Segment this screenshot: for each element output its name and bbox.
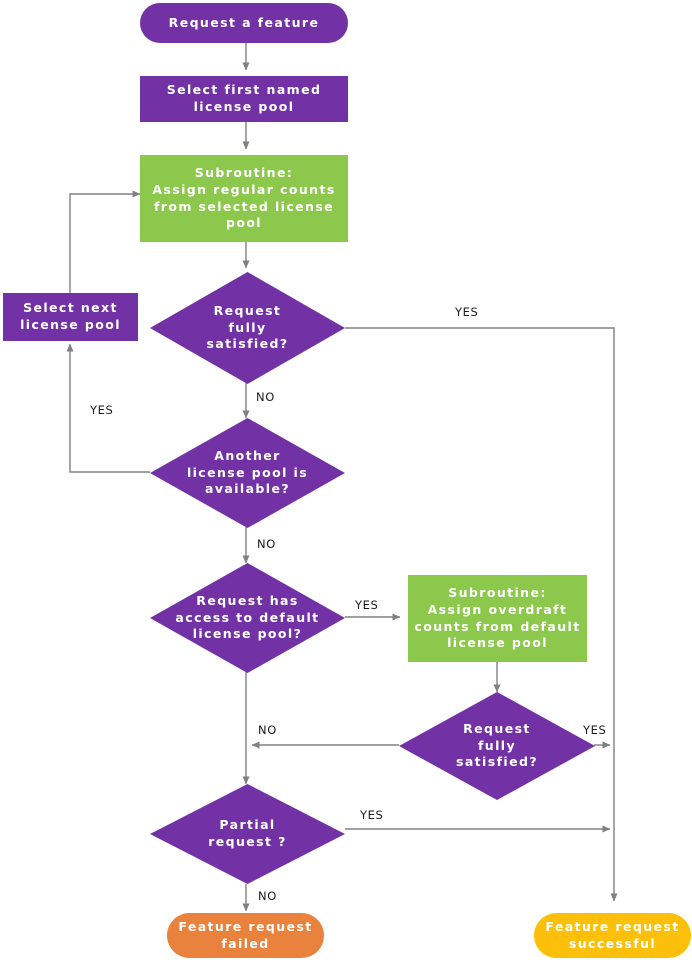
node-label: Partial request ? [208,817,287,849]
node-select-next-license-pool[interactable]: Select next license pool [3,293,138,341]
diamond-shape [150,418,345,528]
node-subroutine-assign-regular-counts[interactable]: Subroutine: Assign regular counts from s… [140,155,348,242]
node-label: Another license pool is available? [186,447,309,497]
node-label: Select next license pool [20,300,121,332]
node-subroutine-assign-overdraft-counts[interactable]: Subroutine: Assign overdraft counts from… [408,575,587,662]
node-decision-another-license-pool-available[interactable]: Another license pool is available? [150,418,345,528]
node-decision-request-fully-satisfied-2[interactable]: Request fully satisfied? [399,692,595,800]
node-feature-request-successful[interactable]: Feature request successful [534,913,691,958]
edge-label-partial-no: NO [258,889,277,903]
node-request-a-feature[interactable]: Request a feature [140,3,348,43]
node-decision-partial-request[interactable]: Partial request ? [150,784,345,884]
node-feature-request-failed[interactable]: Feature request failed [167,913,324,958]
node-label: Request fully satisfied? [206,302,289,352]
edge-label-satisfied1-no: NO [256,390,275,404]
diamond-shape [150,784,345,884]
edge-label-default-access-yes: YES [355,598,379,612]
node-decision-request-fully-satisfied-1[interactable]: Request fully satisfied? [150,272,345,384]
diamond-shape [150,272,345,384]
node-label: Request has access to default license po… [175,592,320,642]
edge-another-yes-to-select-next [66,343,150,473]
diamond-shape [150,563,345,673]
edge-label-default-access-no: NO [258,723,277,737]
node-label: Subroutine: Assign overdraft counts from… [414,584,581,651]
node-decision-request-has-access-default-pool[interactable]: Request has access to default license po… [150,563,345,673]
edge-label-satisfied1-yes: YES [455,305,479,319]
node-select-first-license-pool[interactable]: Select first named license pool [140,76,348,122]
edge-select-next-to-subroutine [69,190,141,293]
edge-satisfied1-yes-to-rail [345,327,618,902]
edge-label-another-pool-yes: YES [90,403,114,417]
node-label: Subroutine: Assign regular counts from s… [152,164,336,231]
node-label: Feature request failed [178,918,313,951]
node-label: Feature request successful [545,918,680,951]
diamond-shape [399,692,595,800]
edge-label-another-pool-no: NO [257,537,276,551]
node-label: Request fully satisfied? [456,720,538,770]
node-label: Select first named license pool [166,82,322,114]
edge-label-satisfied2-yes: YES [583,723,607,737]
edge-label-partial-yes: YES [360,808,384,822]
node-label: Request a feature [168,14,320,30]
